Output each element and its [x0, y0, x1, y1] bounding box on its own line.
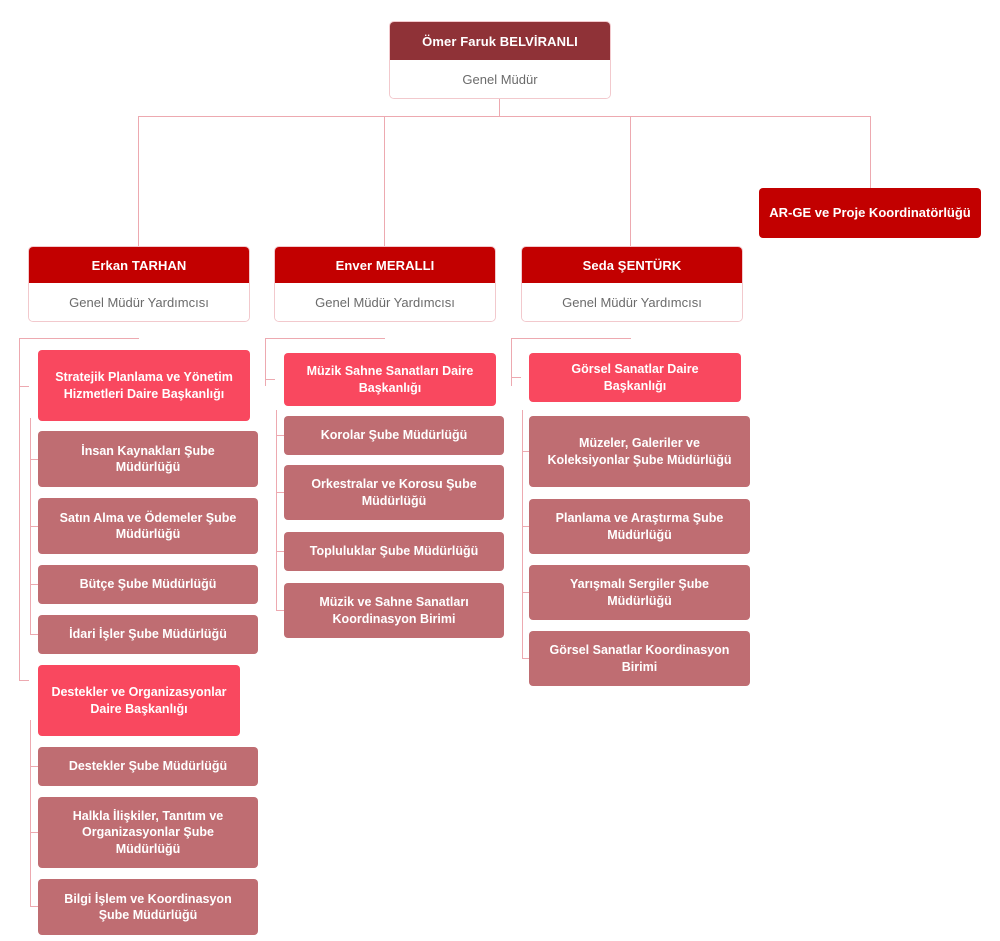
node-vp-seda-senturk-title: Genel Müdür Yardımcısı: [522, 283, 742, 321]
node-arge-ve-proje-koordinatorlugu[interactable]: AR-GE ve Proje Koordinatörlüğü: [759, 188, 981, 238]
connector-branch-1-unit-6: [30, 832, 38, 833]
node-unit-bilgi-islem-ve-koordinasyon[interactable]: Bilgi İşlem ve Koordinasyon Şube Müdürlü…: [38, 879, 258, 935]
connector-branch-2-dept-1: [265, 379, 275, 380]
connector-spine-branch-1-dept-2-units: [30, 720, 31, 907]
node-unit-yarismali-sergiler[interactable]: Yarışmalı Sergiler Şube Müdürlüğü: [529, 565, 750, 620]
connector-spine-branch-1-outer: [19, 338, 20, 680]
node-vp-enver-meralli-title: Genel Müdür Yardımcısı: [275, 283, 495, 321]
connector-drop-coordination: [870, 116, 871, 188]
connector-drop-branch-2: [384, 116, 385, 246]
node-vp-erkan-tarhan-name: Erkan TARHAN: [29, 247, 249, 283]
connector-root-stem: [499, 98, 500, 116]
node-unit-gorsel-sanatlar-koordinasyon[interactable]: Görsel Sanatlar Koordinasyon Birimi: [529, 631, 750, 686]
connector-branch-1-dept-2: [19, 680, 29, 681]
connector-branch-3-unit-4: [522, 658, 530, 659]
node-dept-gorsel-sanatlar[interactable]: Görsel Sanatlar Daire Başkanlığı: [529, 353, 741, 402]
connector-spine-branch-3-outer: [511, 338, 512, 386]
connector-branch-3-unit-3: [522, 592, 530, 593]
connector-branch-1-dept-1: [19, 386, 29, 387]
connector-branch-2-unit-1: [276, 435, 284, 436]
node-dept-stratejik-planlama[interactable]: Stratejik Planlama ve Yönetim Hizmetleri…: [38, 350, 250, 421]
connector-spine-branch-1-outer-top: [19, 338, 139, 339]
node-unit-orkestralar-ve-korosu[interactable]: Orkestralar ve Korosu Şube Müdürlüğü: [284, 465, 504, 520]
connector-branch-1-unit-2: [30, 526, 38, 527]
node-dept-destekler-ve-organizasyonlar[interactable]: Destekler ve Organizasyonlar Daire Başka…: [38, 665, 240, 736]
node-genel-mudur-title: Genel Müdür: [390, 60, 610, 98]
node-genel-mudur[interactable]: Ömer Faruk BELVİRANLI Genel Müdür: [389, 21, 611, 99]
connector-spine-branch-2-outer-top: [265, 338, 385, 339]
connector-branch-1-unit-1: [30, 459, 38, 460]
node-vp-enver-meralli-name: Enver MERALLI: [275, 247, 495, 283]
node-unit-destekler[interactable]: Destekler Şube Müdürlüğü: [38, 747, 258, 786]
connector-branch-1-unit-3: [30, 584, 38, 585]
connector-branch-3-unit-2: [522, 526, 530, 527]
node-unit-satin-alma-ve-odemeler[interactable]: Satın Alma ve Ödemeler Şube Müdürlüğü: [38, 498, 258, 554]
connector-branch-2-unit-2: [276, 492, 284, 493]
node-vp-erkan-tarhan[interactable]: Erkan TARHAN Genel Müdür Yardımcısı: [28, 246, 250, 322]
node-unit-butce[interactable]: Bütçe Şube Müdürlüğü: [38, 565, 258, 604]
node-vp-enver-meralli[interactable]: Enver MERALLI Genel Müdür Yardımcısı: [274, 246, 496, 322]
node-unit-planlama-ve-arastirma[interactable]: Planlama ve Araştırma Şube Müdürlüğü: [529, 499, 750, 554]
node-unit-korolar[interactable]: Korolar Şube Müdürlüğü: [284, 416, 504, 455]
connector-branch-2-unit-4: [276, 610, 284, 611]
node-vp-seda-senturk[interactable]: Seda ŞENTÜRK Genel Müdür Yardımcısı: [521, 246, 743, 322]
node-genel-mudur-name: Ömer Faruk BELVİRANLI: [390, 22, 610, 60]
node-unit-idari-isler[interactable]: İdari İşler Şube Müdürlüğü: [38, 615, 258, 654]
connector-spine-branch-3-outer-top: [511, 338, 631, 339]
connector-spine-branch-2-outer: [265, 338, 266, 386]
node-vp-seda-senturk-name: Seda ŞENTÜRK: [522, 247, 742, 283]
connector-drop-branch-1: [138, 116, 139, 246]
connector-branch-1-unit-5: [30, 766, 38, 767]
connector-branch-3-dept-1: [511, 377, 521, 378]
node-unit-muzik-ve-sahne-sanatlari-koordinasyon[interactable]: Müzik ve Sahne Sanatları Koordinasyon Bi…: [284, 583, 504, 638]
node-unit-muzeler-galeriler-koleksiyonlar[interactable]: Müzeler, Galeriler ve Koleksiyonlar Şube…: [529, 416, 750, 487]
connector-branch-1-unit-7: [30, 906, 38, 907]
connector-drop-branch-3: [630, 116, 631, 246]
connector-spine-branch-3-units: [522, 410, 523, 658]
connector-branch-2-unit-3: [276, 551, 284, 552]
connector-branch-3-unit-1: [522, 451, 530, 452]
connector-branch-1-unit-4: [30, 634, 38, 635]
node-dept-muzik-sahne-sanatlari[interactable]: Müzik Sahne Sanatları Daire Başkanlığı: [284, 353, 496, 406]
node-vp-erkan-tarhan-title: Genel Müdür Yardımcısı: [29, 283, 249, 321]
connector-spine-branch-2-units: [276, 410, 277, 610]
node-unit-halkla-iliskiler-tanitim[interactable]: Halkla İlişkiler, Tanıtım ve Organizasyo…: [38, 797, 258, 868]
node-unit-topluluklar[interactable]: Topluluklar Şube Müdürlüğü: [284, 532, 504, 571]
node-unit-insan-kaynaklari[interactable]: İnsan Kaynakları Şube Müdürlüğü: [38, 431, 258, 487]
connector-main-bus: [138, 116, 871, 117]
